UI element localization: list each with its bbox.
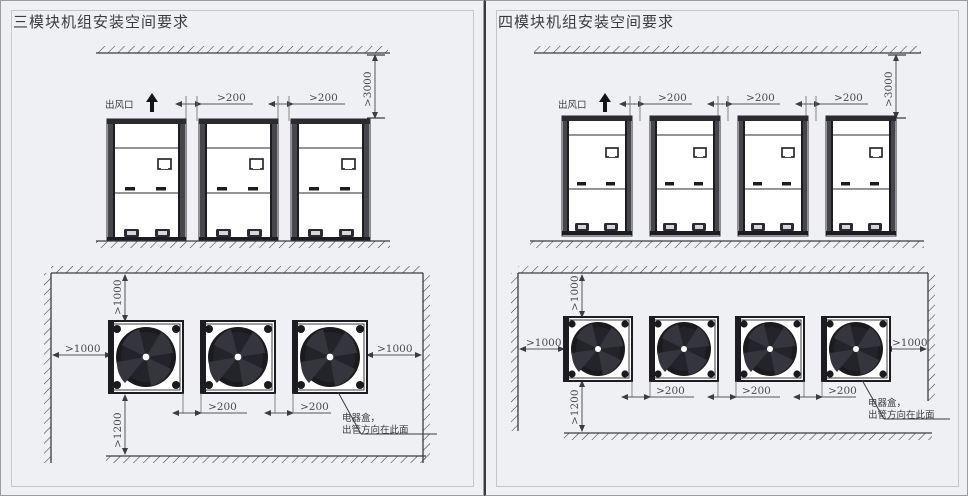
elevation-ceiling xyxy=(96,46,390,54)
dim-label-ceiling: >3000 xyxy=(362,71,374,107)
three-module-drawing: >3000 出风口 >200 >200 xyxy=(44,46,437,463)
plan-unit-3 xyxy=(292,320,368,394)
dim-label-plan-gap-1: >200 xyxy=(208,401,237,413)
panel-four-module-frame xyxy=(496,10,959,487)
plan-unit-3 xyxy=(735,316,805,382)
panel-four-module-title: 四模块机组安装空间要求 xyxy=(498,13,675,31)
elevation-unit-1 xyxy=(106,118,187,241)
plan-unit-2 xyxy=(200,320,276,394)
dim-label-plan-right: >1000 xyxy=(892,337,928,349)
dim-label-gap-2: >200 xyxy=(309,92,338,104)
dim-plan-gap-3 xyxy=(793,381,856,400)
dim-label-plan-bottom: >1200 xyxy=(112,412,124,448)
plan-unit-1 xyxy=(563,316,633,382)
dim-label-plan-gap-2: >200 xyxy=(300,401,329,413)
up-arrow-icon xyxy=(599,93,611,112)
dim-label-ceiling: >3000 xyxy=(883,71,895,107)
airflow-outlet-label: 出风口 xyxy=(105,99,134,111)
elevation-ground xyxy=(530,240,924,248)
elevation-unit-1 xyxy=(561,115,633,237)
dim-ceiling-clearance xyxy=(367,54,385,119)
dim-label-plan-gap-2: >200 xyxy=(742,385,771,397)
elevation-ceiling xyxy=(534,46,921,54)
elevation-unit-2 xyxy=(649,115,721,237)
up-arrow-icon xyxy=(146,93,158,112)
panel-three-module: 三模块机组安装空间要求 xyxy=(0,0,484,496)
dim-label-plan-bottom: >1200 xyxy=(569,389,581,425)
dim-label-plan-gap-1: >200 xyxy=(656,385,685,397)
panel-four-module: 四模块机组安装空间要求 xyxy=(484,0,968,496)
dim-plan-gap-1 xyxy=(621,381,694,400)
elevation-unit-2 xyxy=(198,118,279,241)
plan-unit-2 xyxy=(649,316,719,382)
elevation-unit-4 xyxy=(825,115,897,237)
plan-unit-1 xyxy=(108,320,184,394)
panel-three-module-title: 三模块机组安装空间要求 xyxy=(13,13,190,31)
dim-label-gap-1: >200 xyxy=(658,92,687,104)
callout-electrical-box xyxy=(337,391,437,435)
airflow-outlet-label: 出风口 xyxy=(558,99,587,111)
dim-label-plan-left: >1000 xyxy=(526,337,562,349)
dim-label-gap-3: >200 xyxy=(834,92,863,104)
dim-plan-gap-1 xyxy=(172,393,247,416)
panel-three-module-frame xyxy=(11,10,474,487)
callout-line-1: 电器盒， xyxy=(868,397,906,409)
dim-plan-gap-2 xyxy=(264,393,331,416)
dim-gap-1 xyxy=(619,96,692,121)
four-module-drawing: >3000 出风口 >200 >200 xyxy=(511,46,950,440)
dim-label-gap-2: >200 xyxy=(746,92,775,104)
plan-walls xyxy=(511,266,935,440)
dim-label-plan-top: >1000 xyxy=(569,275,581,311)
dim-plan-gap-2 xyxy=(707,381,780,400)
callout-line-2: 出管方向在此面 xyxy=(342,424,409,436)
dim-gap-2 xyxy=(268,96,345,121)
dim-label-plan-top: >1000 xyxy=(112,279,124,315)
elevation-unit-3 xyxy=(737,115,809,237)
dim-label-plan-left: >1000 xyxy=(65,343,101,355)
plan-unit-4 xyxy=(821,316,891,382)
dim-label-plan-gap-3: >200 xyxy=(828,385,857,397)
dim-gap-1 xyxy=(175,96,253,121)
dim-label-gap-1: >200 xyxy=(217,92,246,104)
elevation-unit-3 xyxy=(290,118,371,241)
elevation-ground xyxy=(96,240,390,248)
callout-electrical-box xyxy=(861,379,950,420)
plan-walls xyxy=(44,266,430,463)
callout-line-1: 电器盒， xyxy=(342,412,380,424)
callout-line-2: 出管方向在此面 xyxy=(868,409,935,421)
dim-label-plan-right: >1000 xyxy=(377,343,413,355)
